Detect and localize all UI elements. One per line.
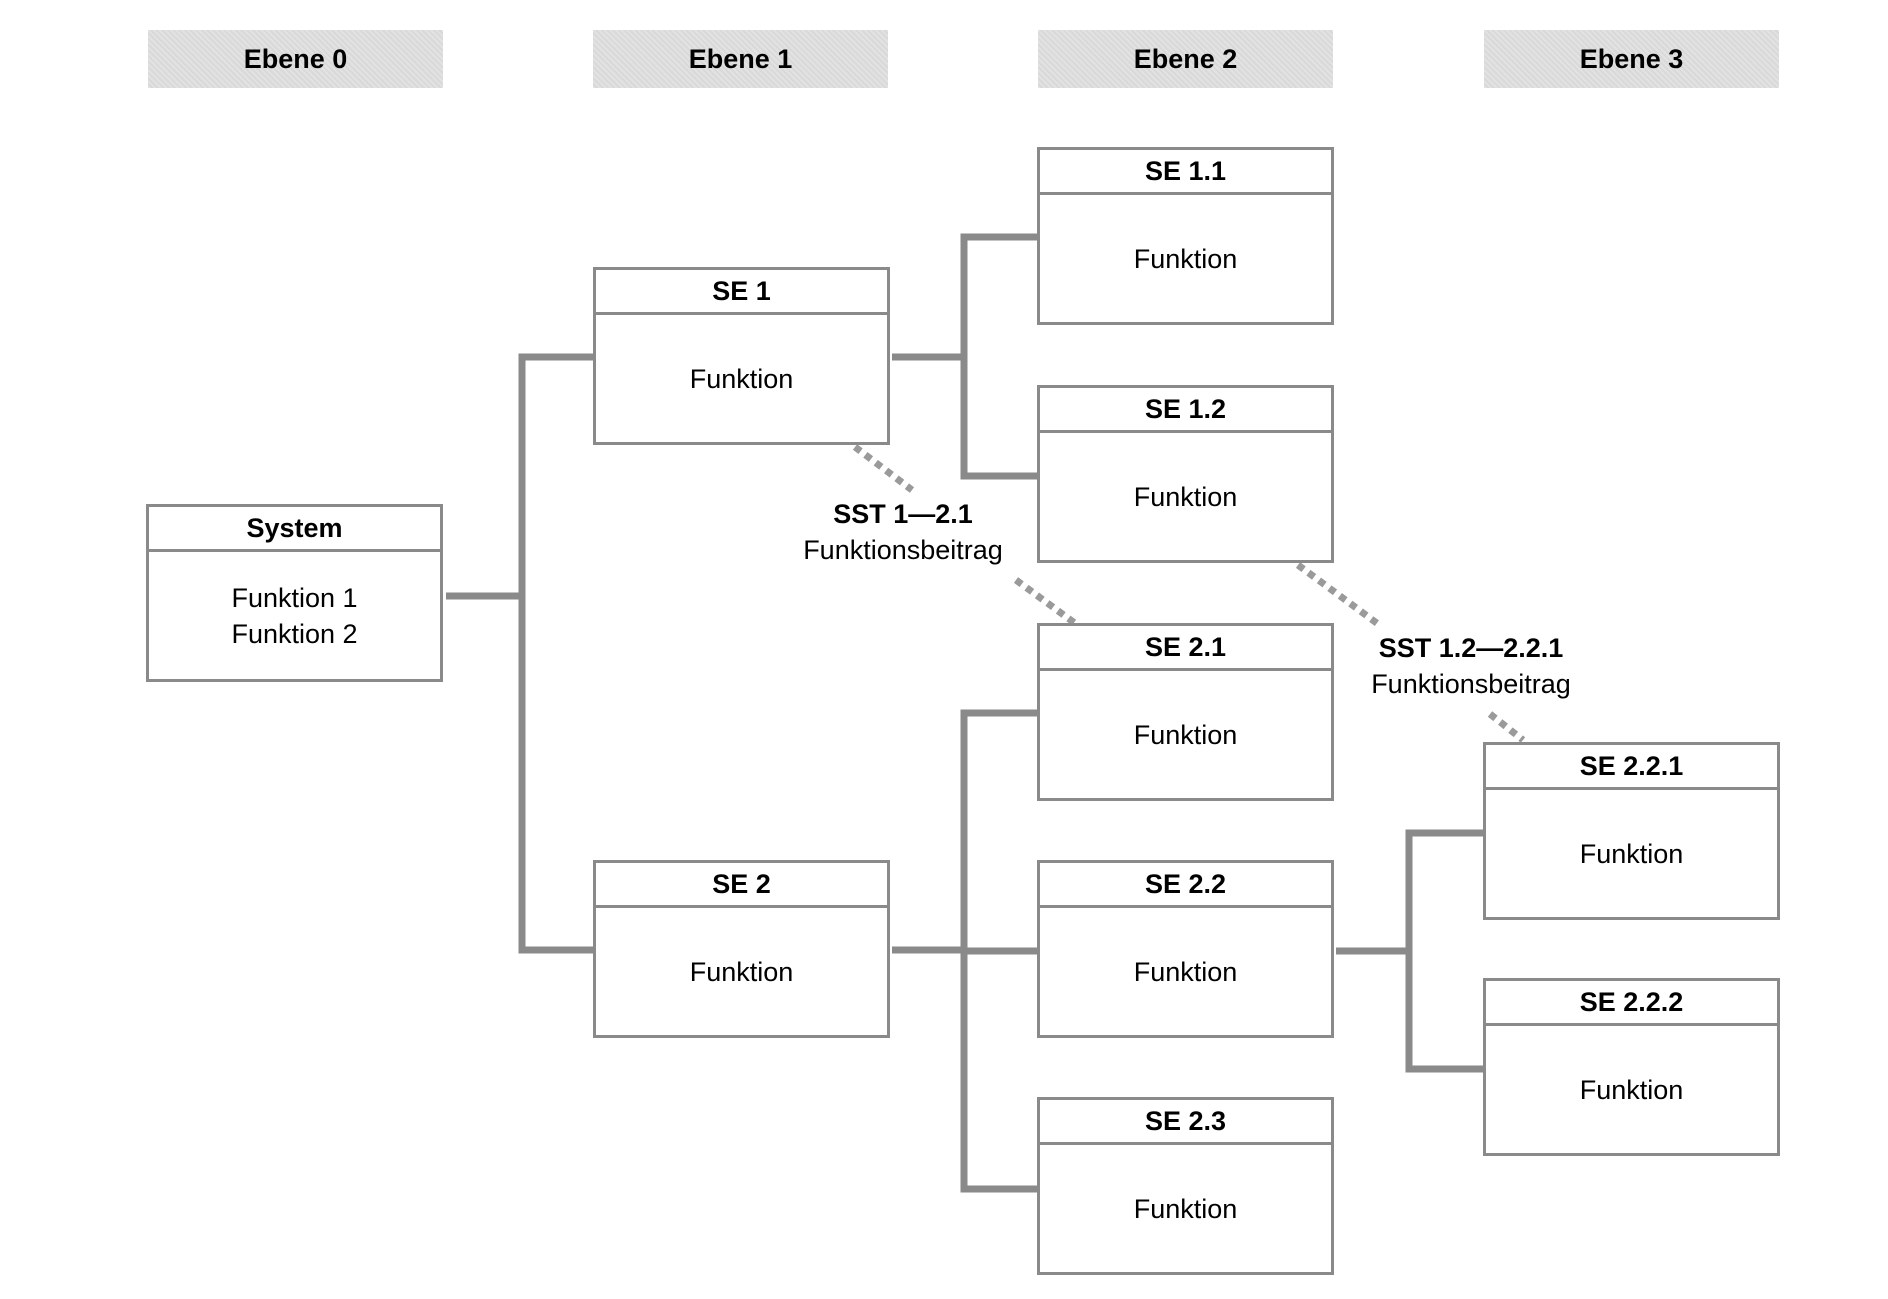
node-se-1: SE 1 Funktion xyxy=(593,267,890,445)
node-title: SE 2.3 xyxy=(1040,1100,1331,1145)
node-title: SE 2.2.2 xyxy=(1486,981,1777,1026)
node-se-2-2-2: SE 2.2.2 Funktion xyxy=(1483,978,1780,1156)
node-title: SE 1 xyxy=(596,270,887,315)
interface-label-sst-1-2-1: SST 1—2.1 Funktionsbeitrag xyxy=(790,496,1016,568)
interface-description: Funktionsbeitrag xyxy=(1371,669,1571,699)
node-se-2-2: SE 2.2 Funktion xyxy=(1037,860,1334,1038)
node-functions: Funktion xyxy=(1040,671,1331,798)
function-label: Funktion xyxy=(1133,243,1238,274)
node-title: SE 1.1 xyxy=(1040,150,1331,195)
interface-name: SST 1.2—2.2.1 xyxy=(1378,633,1564,663)
interface-name: SST 1—2.1 xyxy=(833,499,973,529)
interface-line-se221-lower xyxy=(1487,711,1526,743)
node-title: SE 2.2.1 xyxy=(1486,745,1777,790)
node-se-2: SE 2 Funktion xyxy=(593,860,890,1038)
interface-line-se21-lower xyxy=(1013,577,1079,627)
level-header-2: Ebene 2 xyxy=(1038,30,1333,88)
function-label: Funktion xyxy=(1579,838,1684,869)
node-title: SE 2.2 xyxy=(1040,863,1331,908)
node-functions: Funktion xyxy=(1040,908,1331,1035)
level-header-1: Ebene 1 xyxy=(593,30,888,88)
level-header-0: Ebene 0 xyxy=(148,30,443,88)
node-system: System Funktion 1 Funktion 2 xyxy=(146,504,443,682)
node-se-1-1: SE 1.1 Funktion xyxy=(1037,147,1334,325)
node-functions: Funktion xyxy=(596,315,887,442)
node-se-2-1: SE 2.1 Funktion xyxy=(1037,623,1334,801)
interface-description: Funktionsbeitrag xyxy=(803,535,1003,565)
function-label: Funktion xyxy=(689,363,794,394)
node-se-2-2-1: SE 2.2.1 Funktion xyxy=(1483,742,1780,920)
function-label: Funktion xyxy=(1133,1193,1238,1224)
node-functions: Funktion xyxy=(1486,790,1777,917)
node-functions: Funktion xyxy=(1040,433,1331,560)
function-label: Funktion 1 xyxy=(231,582,358,613)
node-functions: Funktion xyxy=(596,908,887,1035)
function-label: Funktion xyxy=(1133,481,1238,512)
node-title: SE 2.1 xyxy=(1040,626,1331,671)
interface-line-se1-upper xyxy=(852,444,915,493)
interface-label-sst-1-2-2-2-1: SST 1.2—2.2.1 Funktionsbeitrag xyxy=(1358,630,1584,702)
function-label: Funktion xyxy=(1133,719,1238,750)
node-se-1-2: SE 1.2 Funktion xyxy=(1037,385,1334,563)
function-label: Funktion xyxy=(1133,956,1238,987)
node-functions: Funktion 1 Funktion 2 xyxy=(149,552,440,679)
level-header-3: Ebene 3 xyxy=(1484,30,1779,88)
function-label: Funktion 2 xyxy=(231,618,358,649)
node-title: System xyxy=(149,507,440,552)
node-se-2-3: SE 2.3 Funktion xyxy=(1037,1097,1334,1275)
node-functions: Funktion xyxy=(1040,195,1331,322)
connector-branch-level1 xyxy=(518,353,595,954)
node-functions: Funktion xyxy=(1040,1145,1331,1272)
connector-branch-se22 xyxy=(1405,829,1485,1073)
interface-line-se12-upper xyxy=(1295,562,1381,627)
function-label: Funktion xyxy=(1579,1074,1684,1105)
node-functions: Funktion xyxy=(1486,1026,1777,1153)
function-label: Funktion xyxy=(689,956,794,987)
node-title: SE 2 xyxy=(596,863,887,908)
connector-branch-se1 xyxy=(960,233,1039,480)
node-title: SE 1.2 xyxy=(1040,388,1331,433)
